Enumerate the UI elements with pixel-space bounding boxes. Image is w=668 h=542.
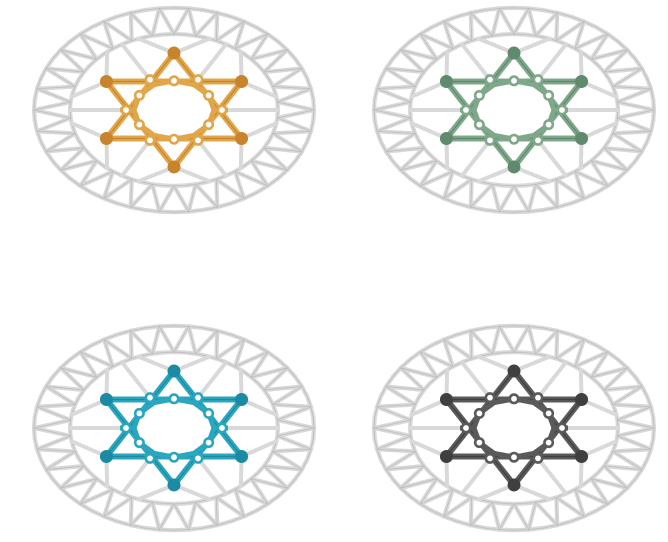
hub-ring <box>460 75 568 144</box>
hub-ring <box>120 393 228 462</box>
teal-star-rotor <box>24 322 324 542</box>
orange-star-rotor <box>24 4 324 224</box>
hub-ring <box>460 393 568 462</box>
lattice-spokes <box>410 357 618 500</box>
lattice-spokes <box>70 39 278 182</box>
hub-ring <box>120 75 228 144</box>
sage-star-rotor <box>364 4 664 224</box>
graphite-star-rotor <box>364 322 664 542</box>
lattice-spokes <box>410 39 618 182</box>
lattice-spokes <box>70 357 278 500</box>
